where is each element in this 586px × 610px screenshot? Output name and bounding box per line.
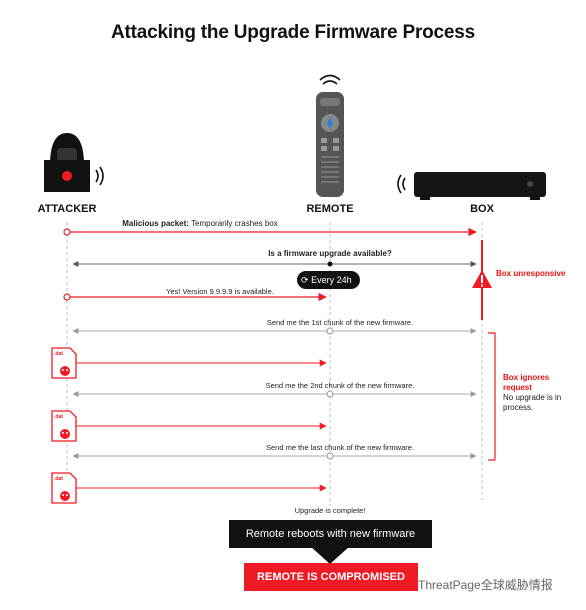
down-arrow [310,546,350,564]
remote-control-icon [316,74,344,197]
hacker-icon [44,133,104,192]
file-label: .dat [54,414,63,420]
warning-icon [472,270,492,288]
upgrade-complete-message: Upgrade is complete! [294,506,366,515]
box-ignores-body: No upgrade is in process. [503,393,562,412]
refresh-icon: ⟳ [301,275,309,285]
box-ignores-note: Box ignores request No upgrade is in pro… [503,373,578,413]
firmware-question-message: Is a firmware upgrade available? [268,249,392,258]
file-label: .dat [54,351,63,357]
chunk2-message: Send me the 2nd chunk of the new firmwar… [265,381,415,390]
every-24h-badge: ⟳ Every 24h [297,271,360,289]
box-ignores-title: Box ignores request [503,373,550,392]
box-label: BOX [470,203,494,215]
malicious-file-icon [51,472,77,504]
set-top-box-icon [397,172,546,200]
attacker-label: ATTACKER [37,203,97,215]
chunk1-message: Send me the 1st chunk of the new firmwar… [266,318,414,327]
last-chunk-message: Send me the last chunk of the new firmwa… [266,443,414,452]
malicious-file-icon [51,410,77,442]
yes-message: Yes! Version 9.9.9.9 is available. [166,287,274,296]
malicious-file-icon [51,347,77,379]
compromised-box: REMOTE IS COMPROMISED [244,563,418,591]
reboot-box: Remote reboots with new firmware [229,520,432,548]
ignores-bracket [488,332,496,461]
malicious-packet-message: Malicious packet: Temporarily crashes bo… [122,219,278,228]
watermark-text: ThreatPage全球威胁情报 [418,578,553,592]
remote-label: REMOTE [306,203,354,215]
page-title: Attacking the Upgrade Firmware Process [110,22,476,43]
box-unresponsive-note: Box unresponsive [496,269,566,278]
file-label: .dat [54,476,63,482]
